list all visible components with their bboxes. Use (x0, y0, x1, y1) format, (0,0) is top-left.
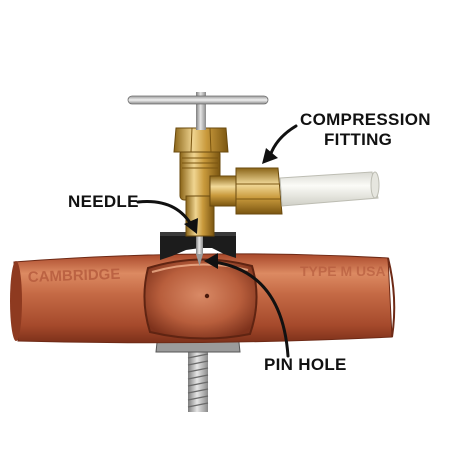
pipe-stamp-right: TYPE M USA (300, 263, 386, 279)
compression-arrowhead (262, 148, 278, 164)
copper-pipe: CAMBRIDGE TYPE M USA (10, 253, 396, 344)
label-pin-hole: PIN HOLE (264, 355, 347, 374)
valve-body (173, 127, 245, 237)
label-needle: NEEDLE (68, 192, 139, 211)
plastic-tube (279, 171, 380, 207)
clamp-bolt (187, 352, 209, 412)
label-compression-line2: FITTING (324, 130, 393, 149)
pin-hole-arrowhead (204, 253, 218, 269)
compression-arrow (268, 124, 298, 158)
pipe-stamp: CAMBRIDGE (28, 266, 121, 286)
label-compression-line1: COMPRESSION (300, 110, 431, 129)
label-compression-fitting: COMPRESSION FITTING (300, 110, 431, 150)
needle-arrow (136, 200, 194, 228)
needle-arrowhead (184, 218, 198, 234)
t-handle[interactable] (127, 92, 269, 130)
compression-fitting (235, 167, 283, 215)
pin-hole-arrow (212, 260, 290, 358)
